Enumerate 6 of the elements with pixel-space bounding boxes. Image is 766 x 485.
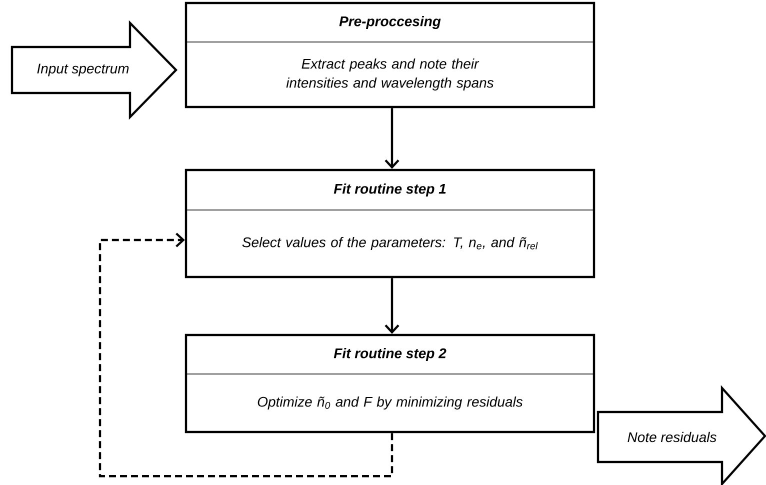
- arrow: [98, 232, 394, 478]
- arrow: [384, 108, 400, 169]
- process-box: Fit routine step 2 Optimize ñ$_{0}$ and F by minimizing residuals: [184, 334, 596, 434]
- process-box: Fit routine step 1 Select values of the parameters: T, n$_{e}$, and ñ$_{rel}$: [184, 168, 596, 278]
- process-box: Pre-proccesing Extract peaks and note their intensities and wavelength spans: [184, 2, 596, 108]
- arrow: [384, 278, 400, 334]
